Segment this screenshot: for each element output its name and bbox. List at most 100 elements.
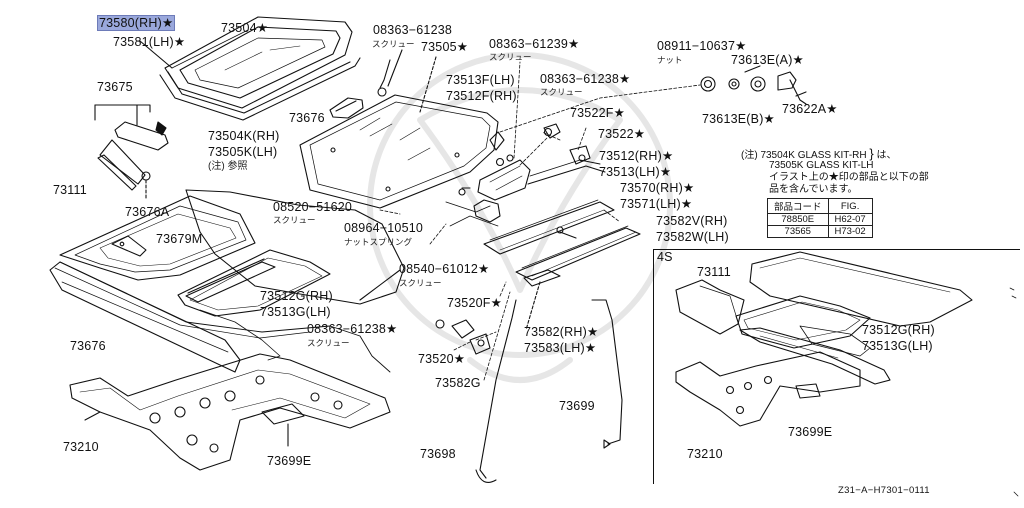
table-cell: 73565	[767, 225, 829, 238]
callout-73210-inset[interactable]: 73210	[687, 447, 723, 461]
callout-73111-main[interactable]: 73111	[53, 183, 87, 197]
callout-73676A[interactable]: 73676A	[125, 205, 170, 219]
callout-73570[interactable]: 73570(RH)★	[620, 181, 695, 195]
callout-08363-61238-c[interactable]: 08363−61238★	[307, 322, 398, 336]
callout-73571[interactable]: 73571(LH)★	[620, 197, 693, 211]
callout-08363-61239[interactable]: 08363−61239★	[489, 37, 580, 51]
sub-screw-6: スクリュー	[307, 338, 350, 348]
callout-73513-LH[interactable]: 73513(LH)★	[599, 165, 672, 179]
callout-73512G-inset[interactable]: 73512G(RH)	[862, 323, 935, 337]
hose-73698	[475, 299, 517, 483]
callout-08964-10510[interactable]: 08964−10510	[344, 221, 424, 235]
sub-nut-spring: ナットスプリング	[344, 237, 413, 247]
leader-73613E-A	[744, 65, 761, 73]
bolt-73622A	[777, 71, 807, 105]
callout-08363-61238-a[interactable]: 08363−61238	[373, 23, 453, 37]
callout-73513G-inset[interactable]: 73513G(LH)	[862, 339, 933, 353]
callout-73699[interactable]: 73699	[559, 399, 595, 413]
note-line-1-text: (注) 73504K GLASS KIT-RH	[741, 150, 867, 161]
callout-08520-51620[interactable]: 08520−51620	[273, 200, 353, 214]
callout-73513F[interactable]: 73513F(LH)	[446, 73, 515, 87]
callout-73582V[interactable]: 73582V(RH)	[656, 214, 728, 228]
callout-73505K[interactable]: 73505K(LH)	[208, 145, 278, 159]
callout-73520[interactable]: 73520★	[418, 352, 466, 366]
callout-73512F[interactable]: 73512F(RH)	[446, 89, 517, 103]
parts-table: 部品コード FIG. 78850E H62-07 73565 H73-02	[767, 198, 873, 238]
clip-73520	[469, 333, 491, 355]
callout-73504[interactable]: 73504★	[221, 21, 269, 35]
watermark	[367, 52, 673, 383]
side-rail-73676	[49, 261, 391, 373]
callout-73699E-inset[interactable]: 73699E	[788, 425, 833, 439]
cable-73699	[591, 299, 623, 449]
callout-73512G-main[interactable]: 73512G(RH)	[260, 289, 333, 303]
callout-73522[interactable]: 73522★	[598, 127, 646, 141]
callout-73613E-B[interactable]: 73613E(B)★	[702, 112, 775, 126]
plate-73699E-main	[261, 403, 305, 447]
bracket-73675	[94, 104, 169, 201]
callout-73520F[interactable]: 73520F★	[447, 296, 503, 310]
callout-73210-main[interactable]: 73210	[63, 440, 99, 454]
bracket-73676-top	[329, 97, 364, 119]
inset-4S-frame	[653, 249, 1020, 484]
sub-screw-3: スクリュー	[540, 87, 583, 97]
callout-73505[interactable]: 73505★	[421, 40, 469, 54]
callout-73699E-main[interactable]: 73699E	[267, 454, 312, 468]
callout-08540-61012[interactable]: 08540−61012★	[399, 262, 490, 276]
sub-screw-2: スクリュー	[489, 52, 532, 62]
callout-73580: 73580(RH)★	[96, 15, 176, 31]
inset-4S-drawing	[675, 251, 973, 427]
callout-73504K[interactable]: 73504K(RH)	[208, 129, 280, 143]
table-row: 73565 H73-02	[767, 225, 873, 238]
screw-08363-61238-top	[377, 49, 403, 97]
sub-see-note: (注) 参照	[208, 161, 248, 172]
fastener-08911	[700, 76, 716, 92]
callout-73582-RH[interactable]: 73582(RH)★	[524, 325, 599, 339]
parts-table-header-fig: FIG.	[827, 198, 873, 214]
callout-73613E-A[interactable]: 73613E(A)★	[731, 53, 804, 67]
callout-73698[interactable]: 73698	[420, 447, 456, 461]
callout-73582G[interactable]: 73582G	[435, 376, 481, 390]
callout-73676-main[interactable]: 73676	[70, 339, 106, 353]
table-cell: H73-02	[827, 225, 873, 238]
callout-08911-10637[interactable]: 08911−10637★	[657, 39, 747, 53]
bracket-73679M	[111, 235, 147, 257]
callout-08363-61238-b[interactable]: 08363−61238★	[540, 72, 631, 86]
leader-lines	[379, 61, 701, 381]
roof-body-73111	[59, 189, 405, 317]
callout-73111-inset[interactable]: 73111	[697, 265, 731, 279]
callout-73522F[interactable]: 73522F★	[570, 106, 626, 120]
sub-screw-5: スクリュー	[399, 278, 442, 288]
rail-73570	[483, 199, 615, 255]
glass-panel-73505	[299, 56, 499, 209]
callout-73583-LH[interactable]: 73583(LH)★	[524, 341, 597, 355]
callout-73676-top[interactable]: 73676	[289, 111, 325, 125]
note-line-4: 品を含んでいます。	[769, 184, 858, 195]
callout-73512-RH[interactable]: 73512(RH)★	[599, 149, 674, 163]
callout-73580-highlight[interactable]: 73580(RH)★	[96, 15, 176, 31]
table-cell: H62-07	[827, 213, 873, 226]
sub-screw-4: スクリュー	[273, 215, 316, 225]
callout-73622A[interactable]: 73622A★	[782, 102, 838, 116]
callout-73675[interactable]: 73675	[97, 80, 133, 94]
callout-73581[interactable]: 73581(LH)★	[113, 35, 186, 49]
sub-nut: ナット	[657, 55, 683, 65]
inset-title-4S: 4S	[657, 250, 673, 264]
note-line-3: イラスト上の★印の部品と以下の部	[769, 172, 929, 183]
callout-73679M[interactable]: 73679M	[156, 232, 203, 246]
parts-table-header: 部品コード FIG.	[767, 198, 873, 214]
callout-73513G-main[interactable]: 73513G(LH)	[260, 305, 331, 319]
callout-73582W[interactable]: 73582W(LH)	[656, 230, 729, 244]
sub-screw-1: スクリュー	[372, 39, 415, 49]
figure-id: Z31−A−H7301−0111	[838, 485, 930, 496]
frame-73210-main	[69, 353, 391, 471]
mechanism-center	[445, 131, 531, 227]
weatherstrip-73580	[139, 29, 361, 121]
parts-table-header-code: 部品コード	[767, 198, 829, 214]
table-cell: 78850E	[767, 213, 829, 226]
rail-73582	[523, 269, 561, 331]
links-73512	[527, 123, 606, 185]
glass-frame-73504	[164, 16, 353, 109]
note-line-1b-text: は、	[876, 150, 897, 161]
